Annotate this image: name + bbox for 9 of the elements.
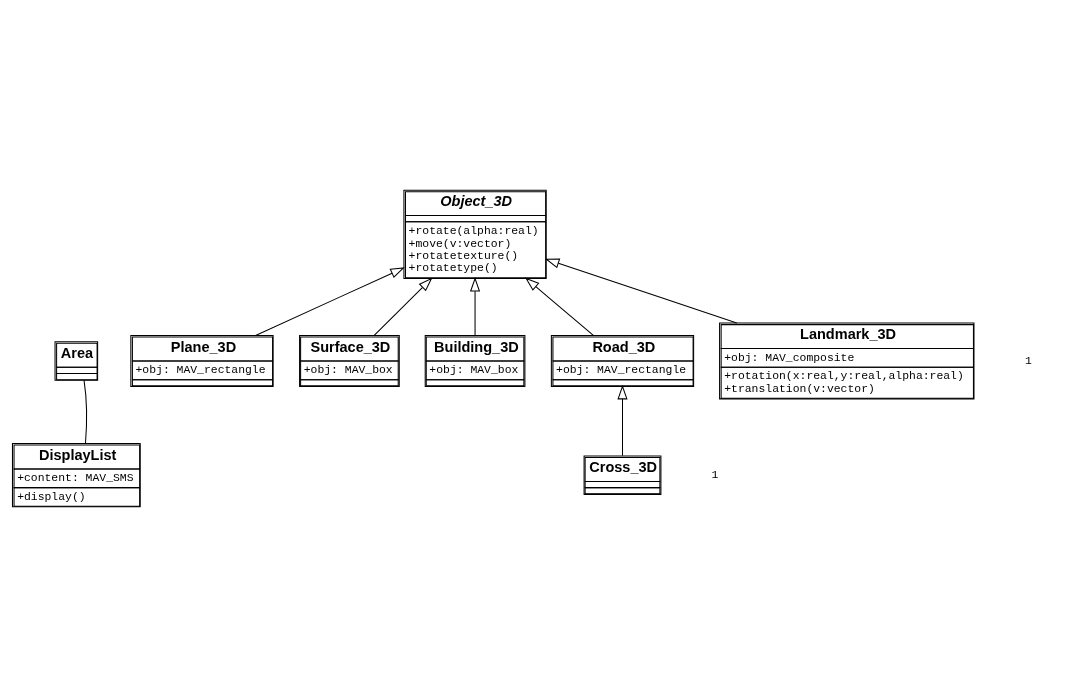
- arrow: [617, 384, 628, 456]
- connector: [83, 379, 87, 444]
- arrow: [469, 276, 481, 336]
- arrow: [373, 276, 433, 336]
- label: 1: [711, 467, 719, 481]
- arrow: [255, 266, 405, 336]
- label: 1: [1025, 353, 1032, 367]
- arrow: [544, 258, 738, 324]
- arrow: [525, 277, 594, 336]
